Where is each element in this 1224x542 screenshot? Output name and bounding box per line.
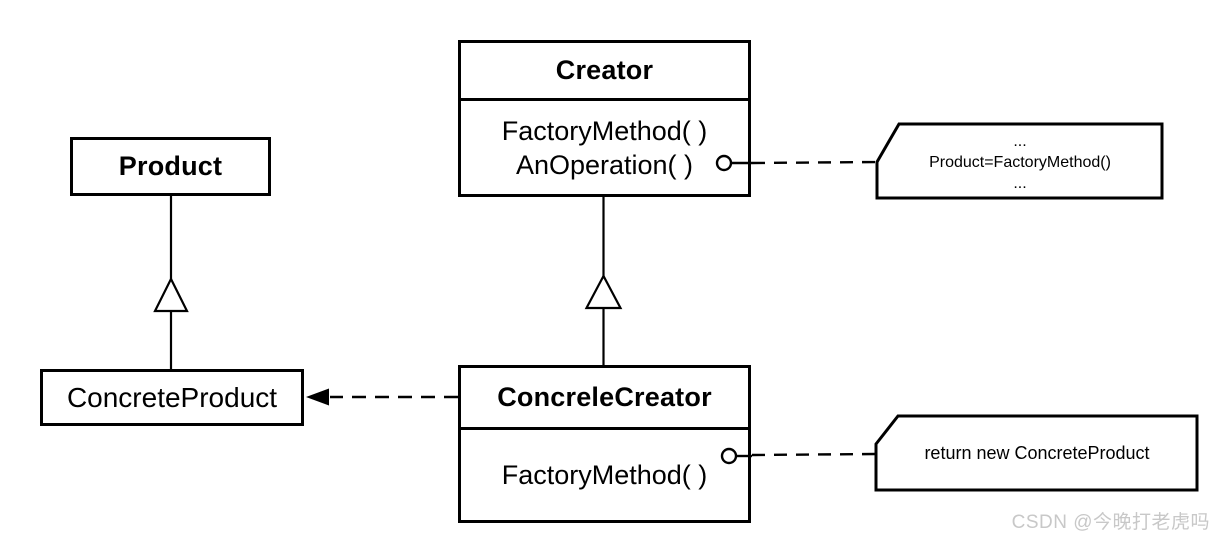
note-line: return new ConcreteProduct [924, 443, 1150, 463]
note-line: ... [1013, 132, 1027, 150]
method-factorymethod-concrete: FactoryMethod( ) [501, 460, 708, 490]
class-box-concrete-product: ConcreteProduct [40, 369, 304, 426]
class-title-creator: Creator [461, 43, 748, 101]
inheritance-arrow-creator [584, 197, 623, 365]
class-box-concrete-creator: ConcreleCreator FactoryMethod( ) [458, 365, 751, 523]
class-methods-creator: FactoryMethod( ) AnOperation( ) [461, 101, 748, 194]
method-anoperation: AnOperation( ) [515, 149, 694, 180]
method-factorymethod: FactoryMethod( ) [501, 115, 708, 146]
inheritance-arrow-product [153, 196, 189, 369]
note-creator: ... Product=FactoryMethod() ... [880, 126, 1160, 198]
class-title-concrete-creator: ConcreleCreator [461, 368, 748, 430]
dependency-arrow [306, 388, 458, 406]
class-box-creator: Creator FactoryMethod( ) AnOperation( ) [458, 40, 751, 197]
class-methods-concrete-creator: FactoryMethod( ) [461, 430, 748, 520]
csdn-watermark: CSDN @今晚打老虎吗 [1011, 512, 1210, 533]
class-box-product: Product [70, 137, 271, 196]
note-concrete-creator: return new ConcreteProduct [879, 418, 1195, 488]
class-title-concrete-product: ConcreteProduct [66, 381, 278, 413]
note-line: ... [1013, 174, 1027, 192]
class-title-product: Product [118, 151, 223, 181]
note-line: Product=FactoryMethod() [929, 153, 1111, 171]
